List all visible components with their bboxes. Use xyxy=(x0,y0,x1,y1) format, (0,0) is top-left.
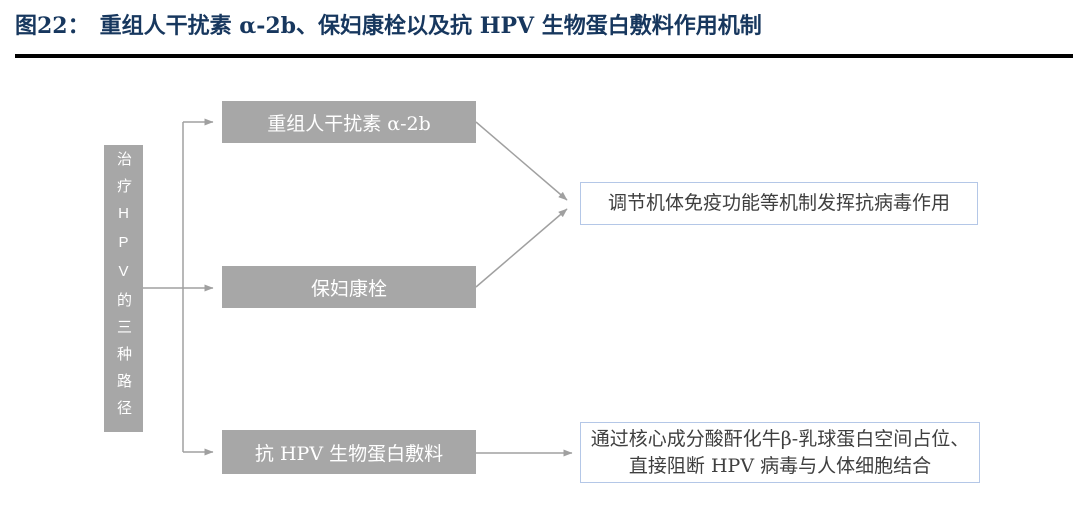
figure-label: 图22： xyxy=(15,13,90,39)
node-baofukang: 保妇康栓 xyxy=(222,266,476,308)
outcome-immune-mechanism: 调节机体免疫功能等机制发挥抗病毒作用 xyxy=(580,182,978,225)
figure-header: 图22： 重组人干扰素 α-2b、保妇康栓以及抗 HPV 生物蛋白敷料作用机制 xyxy=(15,10,762,42)
node-treatment-paths: 治疗HPV的三种路径 xyxy=(104,145,143,432)
figure-title: 重组人干扰素 α-2b、保妇康栓以及抗 HPV 生物蛋白敷料作用机制 xyxy=(99,13,762,39)
node-interferon: 重组人干扰素 α-2b xyxy=(222,101,476,143)
node-anti-hpv-dressing: 抗 HPV 生物蛋白敷料 xyxy=(222,430,476,474)
outcome-blocking-mechanism: 通过核心成分酸酐化牛β-乳球蛋白空间占位、直接阻断 HPV 病毒与人体细胞结合 xyxy=(580,422,980,483)
arrow-baofukang-to-outcome-icon xyxy=(475,208,568,288)
arrow-interferon-to-outcome-icon xyxy=(475,121,568,201)
header-rule xyxy=(15,54,1073,58)
